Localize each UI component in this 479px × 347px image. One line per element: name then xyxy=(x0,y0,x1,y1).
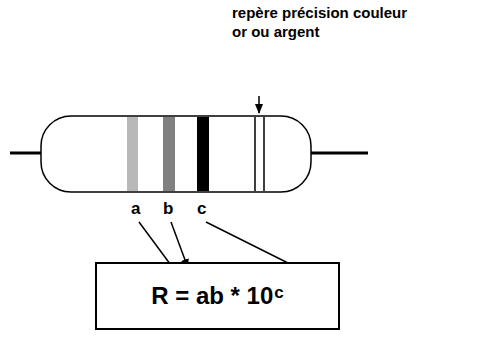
resistor-lead xyxy=(310,152,368,155)
band-letter: c xyxy=(197,198,206,219)
band-b xyxy=(163,117,175,191)
band-a xyxy=(127,117,138,191)
formula-text: R = ab * 10 xyxy=(151,282,273,309)
resistor-body xyxy=(41,116,311,192)
leader-arrow xyxy=(258,96,260,113)
band-letter: a xyxy=(131,198,140,219)
formula-box: R = ab * 10c xyxy=(95,262,340,330)
band-letter: b xyxy=(163,198,173,219)
precision-note: repère précision couleur or ou argent xyxy=(232,4,417,42)
resistor-lead xyxy=(10,152,42,155)
band-c xyxy=(197,117,209,191)
formula-exponent: c xyxy=(274,283,283,302)
formula: R = ab * 10c xyxy=(151,282,284,310)
precision-band xyxy=(254,117,256,191)
precision-band xyxy=(263,117,265,191)
